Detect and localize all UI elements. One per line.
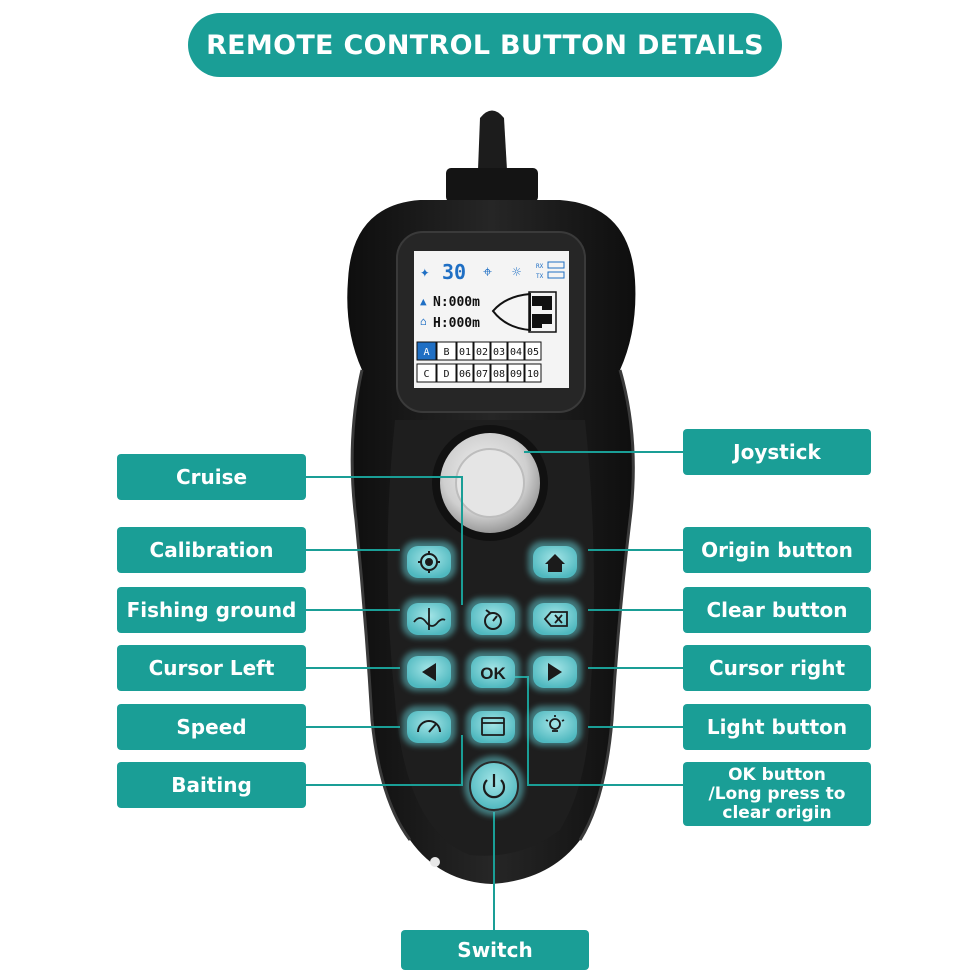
hopper-cell-label: 05 — [527, 347, 539, 358]
hopper-cell — [456, 341, 474, 361]
home-distance: H:000m — [433, 316, 480, 331]
cruise-button[interactable] — [471, 603, 515, 635]
home-icon: ⌂ — [420, 315, 427, 328]
label-calibration: Calibration — [117, 527, 306, 573]
baiting-button[interactable] — [471, 711, 515, 743]
hopper-cell — [524, 363, 542, 383]
label-cursor-right: Cursor right — [683, 645, 871, 691]
hopper-cell — [490, 363, 508, 383]
label-ok-line-1: OK button — [728, 764, 826, 785]
hopper-cell-label: 08 — [493, 369, 505, 380]
hopper-cell-label: C — [423, 369, 429, 380]
power-icon — [482, 774, 506, 799]
cursor-right-button[interactable] — [533, 656, 577, 688]
house-icon — [545, 554, 565, 572]
antenna — [446, 110, 538, 202]
hopper-cell — [507, 363, 525, 383]
light-button[interactable] — [533, 711, 577, 743]
light-bulb-icon — [545, 715, 565, 732]
satellite-icon: ✦ — [420, 262, 430, 281]
hopper-cell-label: B — [443, 347, 449, 358]
label-origin-button: Origin button — [683, 527, 871, 573]
label-ok-line-2: /Long press to — [708, 783, 846, 804]
origin-button[interactable] — [533, 546, 577, 578]
speedometer-icon — [417, 720, 441, 733]
calibration-button[interactable] — [407, 546, 451, 578]
label-cursor-left: Cursor Left — [117, 645, 306, 691]
label-cruise: Cruise — [117, 454, 306, 500]
label-ok-button: OK button /Long press to clear origin — [683, 762, 871, 826]
power-switch-button[interactable] — [469, 761, 519, 811]
speed-button[interactable] — [407, 711, 451, 743]
north-arrow-icon: ▲ — [420, 295, 427, 308]
ok-button-label: OK — [480, 664, 506, 683]
hopper-cell-label: 04 — [510, 347, 522, 358]
hopper-cell — [456, 363, 474, 383]
rx-label: RX — [536, 263, 544, 270]
label-light-button: Light button — [683, 704, 871, 750]
lcd-screen: ✦ 30 ⌖ ☼ RX TX ▲ ⌂ N:000m H:000m A B 01 02 0… — [396, 231, 586, 413]
lamp-icon: ☼ — [512, 263, 522, 281]
hopper-cell — [416, 341, 437, 361]
hopper-cell-label: 01 — [459, 347, 471, 358]
hopper-cell-label: 02 — [476, 347, 488, 358]
tx-label: TX — [536, 273, 544, 280]
cursor-left-button[interactable] — [407, 656, 451, 688]
label-ok-line-3: clear origin — [722, 802, 832, 823]
page-title: REMOTE CONTROL BUTTON DETAILS — [188, 13, 782, 77]
hopper-cell-label: 10 — [527, 369, 539, 380]
triangle-left-icon — [422, 663, 436, 681]
hopper-grid: A B 01 02 03 04 05C D 06 07 08 09 10 — [416, 341, 542, 383]
cruise-timer-icon — [484, 609, 502, 630]
hopper-cell — [473, 363, 491, 383]
hopper-cell-label: 06 — [459, 369, 471, 380]
label-clear-button: Clear button — [683, 587, 871, 633]
target-icon: ⌖ — [483, 262, 492, 281]
label-fishing-ground: Fishing ground — [117, 587, 306, 633]
fish-location-icon — [413, 608, 446, 630]
satellite-count: 30 — [442, 260, 466, 284]
hopper-cell — [490, 341, 508, 361]
hopper-cell — [507, 341, 525, 361]
hopper-cell — [524, 341, 542, 361]
bait-box-icon — [481, 717, 505, 736]
fishing-ground-button[interactable] — [407, 603, 451, 635]
label-joystick: Joystick — [683, 429, 871, 475]
label-speed: Speed — [117, 704, 306, 750]
label-baiting: Baiting — [117, 762, 306, 808]
hopper-cell — [436, 341, 457, 361]
label-switch: Switch — [401, 930, 589, 970]
clear-button[interactable] — [533, 603, 577, 635]
backspace-icon — [543, 611, 568, 627]
hopper-cell-label: D — [443, 369, 449, 380]
rx-battery-icon — [547, 261, 565, 269]
crosshair-icon — [418, 551, 440, 573]
hopper-cell — [436, 363, 457, 383]
hopper-cell — [416, 363, 437, 383]
triangle-right-icon — [548, 663, 562, 681]
ok-button[interactable]: OK — [471, 656, 515, 688]
joystick[interactable] — [432, 425, 548, 541]
hopper-cell-label: 03 — [493, 347, 505, 358]
hopper-cell-label: 07 — [476, 369, 488, 380]
hopper-cell-label: 09 — [510, 369, 522, 380]
north-distance: N:000m — [433, 295, 480, 310]
hopper-cell-label: A — [423, 347, 429, 358]
tx-battery-icon — [547, 271, 565, 279]
boat-icon — [491, 291, 557, 333]
hopper-cell — [473, 341, 491, 361]
